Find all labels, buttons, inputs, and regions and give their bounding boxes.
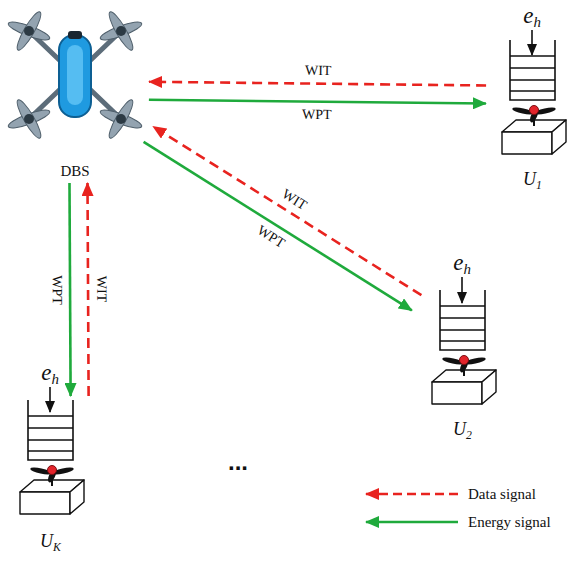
node-label: UK [40,532,61,552]
legend-text: Data signal [468,487,536,502]
energy-arrival: eh [41,361,59,384]
edge-label: WPT [302,107,332,121]
node-label: U2 [453,420,472,440]
energy-signal-arrow [69,183,70,396]
edge-label: WPT [50,275,64,305]
user-device: U1 [490,40,575,190]
energy-signal-arrow [149,100,486,104]
ellipsis: ... [228,450,248,474]
arrival-arrow [461,277,463,303]
node-label: U1 [523,170,542,190]
drone-illustration [5,5,145,145]
energy-arrival: eh [523,4,541,27]
arrival-arrow [49,387,51,412]
edge-label: WPT [255,223,287,251]
node-label: DBS [60,163,89,180]
data-signal-arrow [153,127,421,296]
energy-signal-arrow [144,142,412,311]
user-device: UK [8,400,93,552]
legend-sample [366,493,458,496]
device-illustration [420,290,505,415]
energy-arrival: eh [453,251,471,274]
device-illustration [8,400,93,525]
device-illustration [490,40,575,165]
drone-base-station: DBS [5,5,145,179]
legend-text: Energy signal [468,515,551,530]
legend-sample [366,521,458,524]
user-device: U2 [420,290,505,440]
arrival-arrow [531,30,533,55]
edge-label: WIT [304,63,331,77]
data-signal-arrow [149,82,486,86]
edge-label: WIT [279,187,309,213]
edge-label: WIT [94,276,108,303]
data-signal-arrow [87,183,88,396]
